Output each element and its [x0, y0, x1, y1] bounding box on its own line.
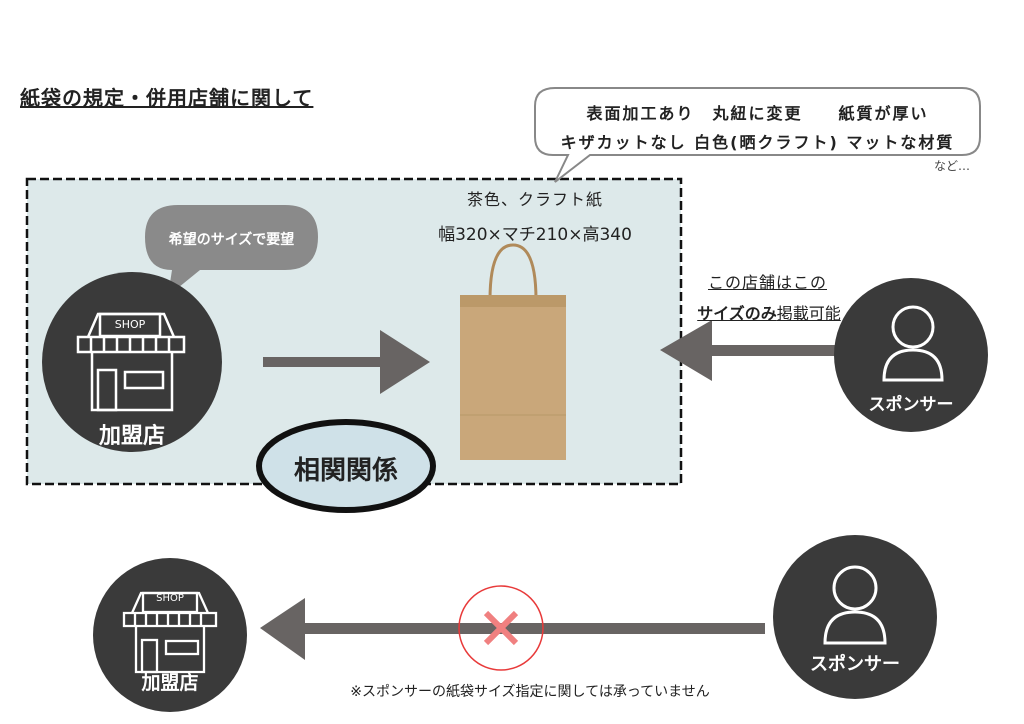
options-line-1: 表面加工あり 丸紐に変更 紙質が厚い: [586, 104, 929, 123]
shop-sign: SHOP: [114, 318, 146, 331]
options-bubble: [534, 87, 981, 183]
arrow-left-bottom-icon: [260, 598, 765, 660]
sponsor-circle: [834, 278, 988, 432]
cross-icon: [483, 610, 519, 646]
sponsor-circle-bottom: [773, 535, 937, 699]
shop-label-bottom: 加盟店: [141, 672, 199, 694]
shop-icon-bottom: [122, 591, 218, 674]
request-text: 希望のサイズで要望: [168, 232, 295, 248]
sponsor-label: スポンサー: [868, 395, 954, 415]
correlation-label: 相関関係: [293, 456, 398, 486]
shop-circle: [42, 272, 222, 452]
note-line-1: この店舗はこの: [707, 273, 827, 292]
note-rest: 掲載可能: [776, 304, 841, 323]
options-line-2: キザカットなし 白色(晒クラフト) マットな材質: [560, 133, 955, 152]
options-etc: など…: [934, 159, 971, 173]
bag-size: 幅320×マチ210×高340: [438, 225, 632, 245]
shop-icon: [76, 312, 186, 412]
prohibited-circle: [458, 585, 544, 671]
person-icon-bottom: [823, 565, 887, 645]
shop-circle-bottom: [93, 558, 247, 712]
arrow-right-icon: [263, 330, 430, 394]
footnote: ※スポンサーの紙袋サイズ指定に関しては承っていません: [350, 684, 710, 700]
shop-label: 加盟店: [98, 424, 165, 449]
page-title: 紙袋の規定・併用店舗に関して: [20, 86, 314, 110]
correlation-ellipse: [256, 419, 436, 513]
note-line-2: サイズのみ掲載可能: [680, 300, 858, 324]
bag-color: 茶色、クラフト紙: [466, 190, 603, 209]
request-bubble: [145, 205, 318, 296]
note-bold: サイズのみ: [697, 304, 777, 323]
shop-sign-bottom: SHOP: [156, 593, 184, 604]
person-icon: [882, 305, 944, 382]
kraft-bag-image: [460, 243, 566, 460]
sponsor-label-bottom: スポンサー: [810, 654, 900, 675]
arrow-left-icon: [660, 320, 835, 381]
